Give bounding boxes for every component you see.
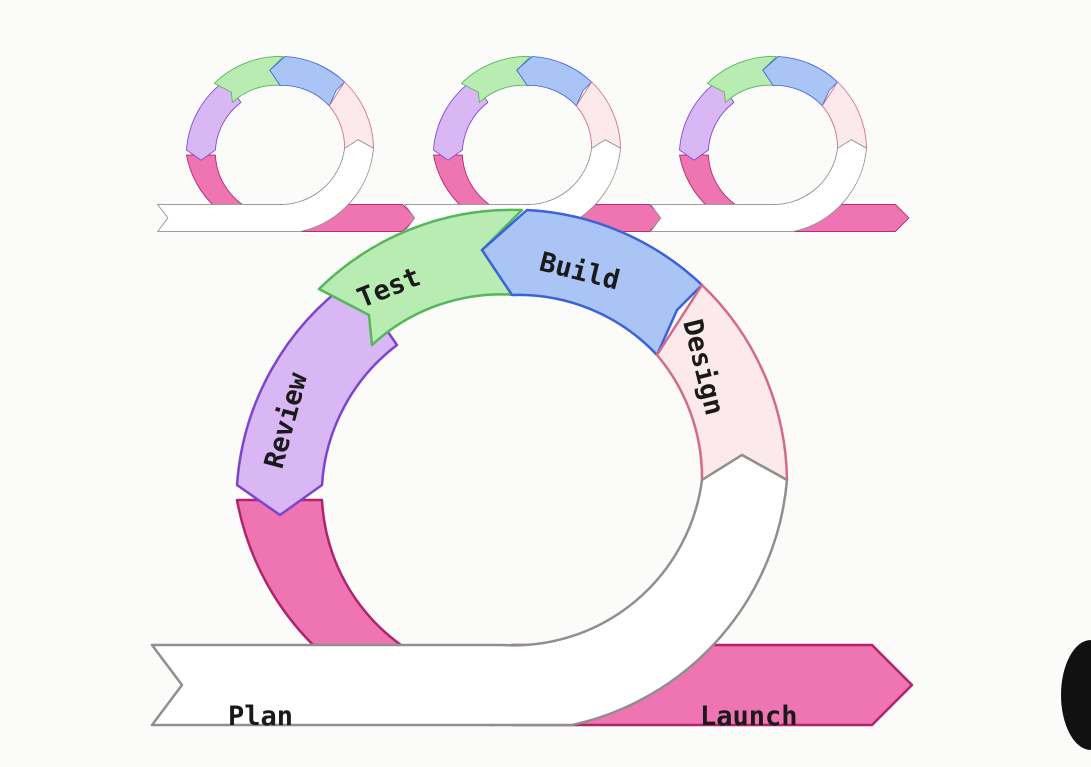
mini-cycle-1 (157, 56, 417, 233)
label-plan: Plan (228, 701, 293, 732)
mini-cycle-2 (404, 56, 664, 233)
mini-cycle-3 (650, 56, 910, 233)
main-cycle (150, 208, 914, 727)
label-launch: Launch (700, 701, 798, 732)
